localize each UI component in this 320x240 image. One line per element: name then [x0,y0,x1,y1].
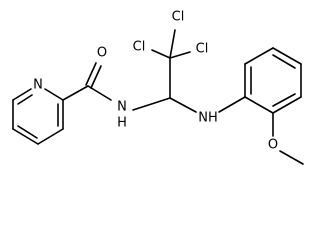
atom-label-n-pyridine: N [33,78,43,93]
bond-benzene-c2-c3 [244,47,274,65]
atom-label-cl-right: Cl [196,42,209,57]
bond-pyridine-c6-n-inner [17,94,33,105]
atom-label-cl-top: Cl [172,10,185,25]
chemical-structure-diagram: N O N H Cl Cl Cl NH O [12,10,304,165]
bond-pyridine-c4-c5-inner [17,125,38,139]
atom-labels: N O N H Cl Cl Cl NH O [33,10,278,153]
bond-ch-nh [169,97,197,113]
bond-nh-ch [132,97,171,111]
atom-label-o-carbonyl: O [97,46,107,61]
atom-label-cl-left: Cl [133,40,146,55]
atom-label-o-methoxy: O [268,138,278,153]
bond-benzene-c3-c4 [272,47,302,65]
bond-benzene-c3-c4-inner [272,54,296,69]
bond-benzene-c6-c1 [244,96,274,114]
bond-carbonyl-o-2 [90,65,102,89]
bonds [12,29,304,165]
bond-ccl3-cl-top [169,29,176,59]
bond-benzene-c5-c6-inner [272,93,296,107]
bond-carbonyl-o [85,62,97,86]
bond-o-methyl [279,150,304,165]
atom-label-nh-amine: NH [198,111,218,126]
bond-pyridine-c6-n [12,88,32,101]
bond-pyridine-c3-c4 [37,128,64,145]
atom-label-h-amide: H [117,116,127,131]
bond-nh-benzene [218,96,246,113]
atom-label-n-amide: N [117,100,127,115]
bond-benzene-c5-c6 [272,96,302,114]
bond-ccl3-cl-left [151,49,171,59]
bond-ccl3-cl-right [169,51,191,59]
bond-pyridine-c4-c5 [12,128,39,145]
bond-carbonyl-nh [87,85,112,101]
bond-c2-carbonyl [62,85,89,101]
bond-pyridine-n-c2 [44,88,64,101]
